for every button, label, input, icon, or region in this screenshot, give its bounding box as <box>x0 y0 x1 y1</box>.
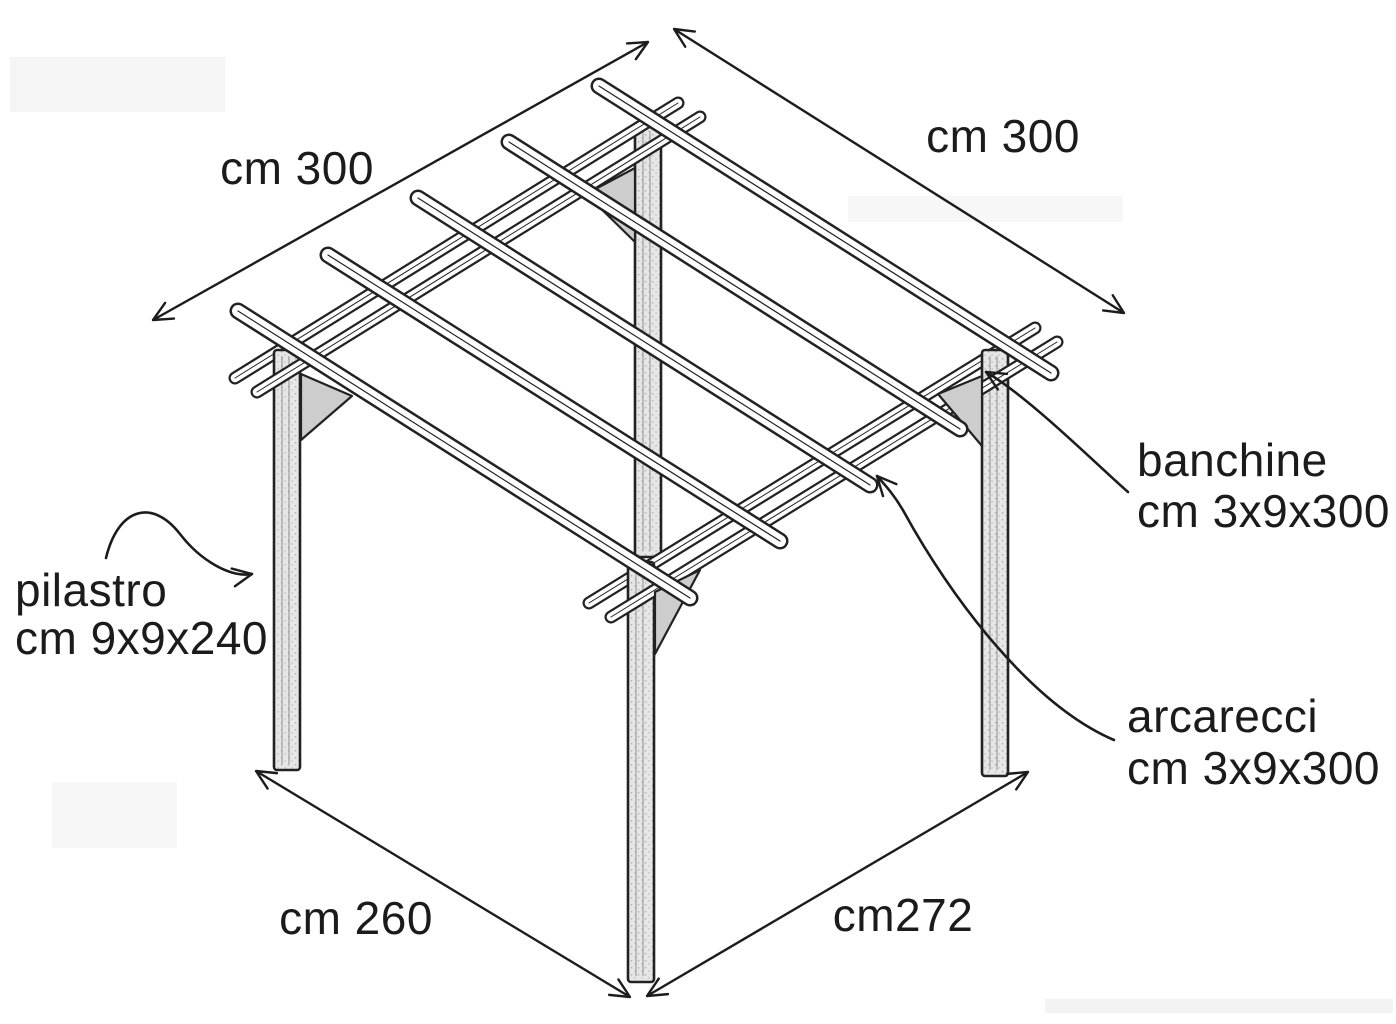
callout-pointers <box>104 370 1130 742</box>
brace-left-post <box>299 372 354 442</box>
banchine-name-label: banchine <box>1137 434 1328 486</box>
arcareccio-1 <box>229 302 699 607</box>
banchine-size-label: cm 3x9x300 <box>1137 485 1390 537</box>
dim-arrow-roof-width <box>672 27 1126 315</box>
post-front <box>626 560 656 984</box>
post-right <box>980 348 1010 778</box>
roof-depth-dimension-label: cm 300 <box>220 142 374 194</box>
pointer-banchine <box>984 370 1130 494</box>
arcarecci-size-label: cm 3x9x300 <box>1127 742 1380 794</box>
dim-arrow-roof-depth <box>151 40 650 322</box>
base-left-dimension-label: cm 260 <box>279 892 433 944</box>
base-right-dimension-label: cm272 <box>833 889 974 941</box>
post-left <box>272 348 302 772</box>
pilastro-size-label: cm 9x9x240 <box>15 612 268 664</box>
pilastro-name-label: pilastro <box>15 564 167 616</box>
pointer-pilastro <box>104 511 254 588</box>
dim-arrow-base-right <box>645 770 1030 998</box>
arcareccio-2 <box>319 246 789 550</box>
dim-arrow-base-left <box>254 769 632 999</box>
arcarecci-name-label: arcarecci <box>1127 690 1318 742</box>
dimension-arrows <box>151 27 1126 999</box>
roof-width-dimension-label: cm 300 <box>926 110 1080 162</box>
banchina-front-right-far-board <box>582 321 1042 610</box>
arcareccio-4 <box>500 133 969 438</box>
pointer-arcarecci <box>875 474 1116 742</box>
